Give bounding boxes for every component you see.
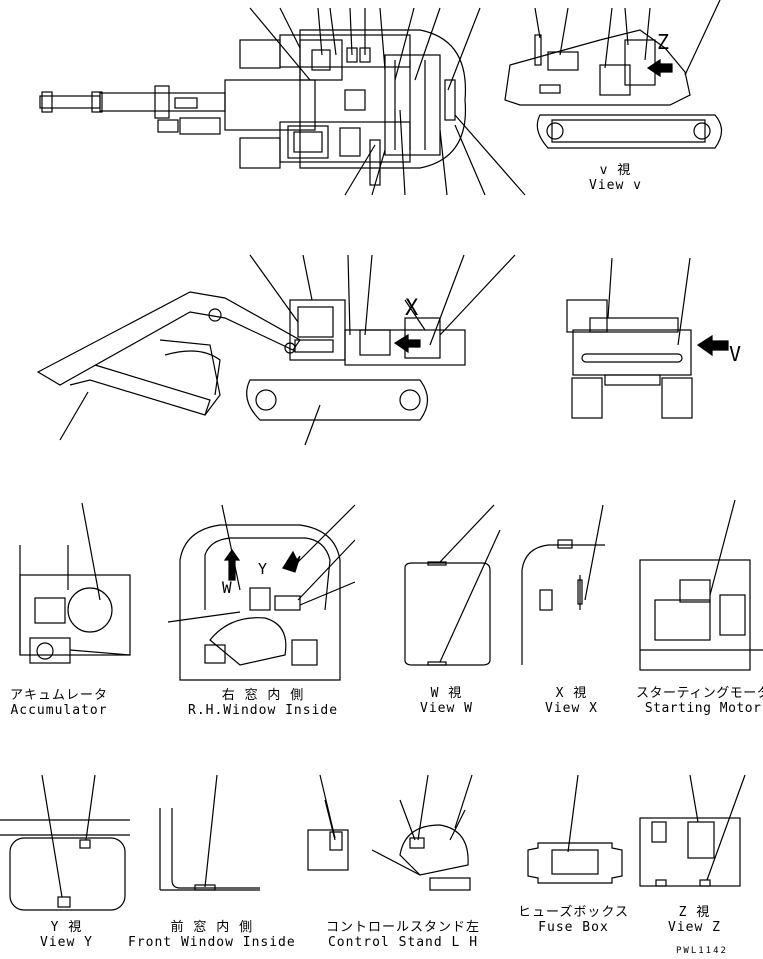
excavator-top-view [39,7,526,196]
control-stand-detail [307,774,473,891]
rh-window-detail [167,504,356,681]
view-z-label: Z 視 View Z [668,905,721,935]
view-v-marker: V [729,342,742,366]
accumulator-label: アキュムレータ Accumulator [10,688,108,718]
accumulator-label-jp: アキュムレータ [10,688,109,703]
view-w-label-en: View W [420,701,473,716]
front-window-label: 前 窓 内 側 Front Window Inside [128,920,296,950]
view-w-marker: W [222,578,232,597]
view-v-label: v 視 View v [589,163,642,193]
view-z-marker: Z [657,30,670,54]
fuse-box-label-en: Fuse Box [538,920,609,935]
view-v-label-jp: v 視 [599,163,632,178]
control-stand-label-jp: コントロールスタンド左 [326,920,481,935]
excavator-rear-view [566,257,729,419]
front-window-label-en: Front Window Inside [128,935,296,950]
starting-motor-label-jp: スターティングモータ [636,686,763,701]
control-stand-label: コントロールスタンド左 Control Stand L H [326,920,480,950]
accumulator-detail [19,502,131,664]
view-x-label-en: View X [545,701,598,716]
view-x-marker: X [405,296,419,321]
view-y-label-en: View Y [40,935,93,950]
view-x-label-jp: X 視 [555,686,588,701]
starting-motor-label: スターティングモータ Starting Motor [636,686,763,716]
accumulator-label-en: Accumulator [10,703,108,718]
view-z-label-jp: Z 視 [678,905,711,920]
rh-window-label-jp: 右 窓 内 側 [221,688,305,703]
fuse-box-label-jp: ヒューズボックス [518,905,629,920]
fuse-box-detail [527,774,623,884]
view-z-label-en: View Z [668,920,721,935]
rh-window-label-en: R.H.Window Inside [188,703,339,718]
view-z-detail [639,774,746,887]
view-v-side [504,0,723,149]
view-w-detail [404,504,501,666]
front-window-label-jp: 前 窓 内 側 [170,920,254,935]
drawing-code: PWL1142 [676,946,728,956]
view-y-label-jp: Y 視 [50,920,83,935]
view-w-label-jp: W 視 [430,686,463,701]
view-w-label: W 視 View W [420,686,473,716]
view-y-marker: Y [258,560,268,578]
view-y-label: Y 視 View Y [40,920,93,950]
control-stand-label-en: Control Stand L H [327,935,479,950]
view-y-detail [0,774,130,911]
front-window-detail [159,774,260,891]
rh-window-label: 右 窓 内 側 R.H.Window Inside [188,688,338,718]
starting-motor-label-en: Starting Motor [644,701,762,716]
excavator-side-view [36,254,516,446]
view-v-label-en: View v [589,178,642,193]
view-x-detail [521,504,605,665]
view-x-label: X 視 View X [545,686,598,716]
fuse-box-label: ヒューズボックス Fuse Box [518,905,629,935]
starting-motor-detail [639,499,763,671]
